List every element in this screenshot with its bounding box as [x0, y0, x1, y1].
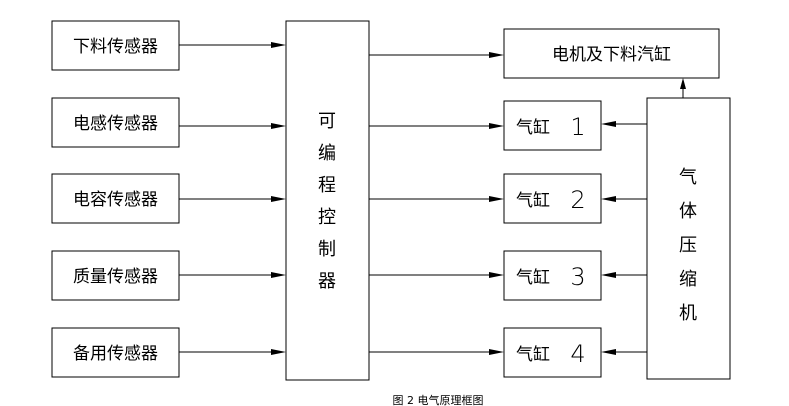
sensor-mass: 质量传感器 — [51, 250, 180, 301]
cylinder-3: 气缸 3 — [503, 250, 602, 301]
sensor-capacitive-box — [51, 173, 180, 224]
cylinder-4: 气缸 4 — [503, 327, 602, 378]
controller: 可 编 程 控 制 器 — [285, 20, 370, 381]
sensor-inductive: 电感传感器 — [51, 97, 180, 148]
sensor-mass-label: 质量传感器 — [73, 267, 158, 287]
cylinder-3-label: 气缸 — [516, 267, 550, 288]
cylinder-4-label: 气缸 — [516, 344, 550, 365]
arrow-head — [271, 196, 286, 202]
cylinder-2-label: 气缸 — [516, 190, 550, 211]
arrow-head — [271, 349, 286, 355]
cylinder-4-number: 4 — [570, 340, 585, 368]
controller-char: 可 — [318, 111, 336, 132]
compressor-char: 体 — [679, 201, 697, 222]
motor: 电机及下料汽缸 — [503, 28, 720, 79]
sensor-mass-box — [51, 250, 180, 301]
sensor-feed-box — [51, 20, 180, 71]
sensor-arrows — [179, 42, 286, 355]
arrow-head — [271, 123, 286, 129]
sensor-capacitive-label: 电容传感器 — [73, 190, 158, 210]
arrow-head — [489, 272, 504, 278]
controller-char: 器 — [318, 271, 336, 292]
arrow-head — [601, 349, 616, 355]
controller-char: 程 — [318, 175, 336, 196]
motor-box — [503, 28, 720, 79]
controller-char: 控 — [318, 207, 336, 228]
sensor-capacitive: 电容传感器 — [51, 173, 180, 224]
cylinder-3-number: 3 — [570, 263, 585, 291]
arrow-head — [489, 52, 504, 58]
cylinder-4-box — [503, 327, 602, 378]
sensor-inductive-box — [51, 97, 180, 148]
compressor-char: 气 — [679, 167, 697, 188]
sensor-spare-box — [51, 327, 180, 378]
arrow-head — [601, 272, 616, 278]
compressor-motor-arrow — [680, 78, 686, 98]
figure-caption: 图 2 电气原理框图 — [393, 393, 484, 406]
controller-char: 制 — [318, 239, 336, 260]
compressor-arrows — [601, 121, 647, 355]
controller-char: 编 — [318, 143, 336, 164]
controller-box — [285, 20, 370, 381]
controller-arrows — [369, 52, 504, 355]
sensor-spare: 备用传感器 — [51, 327, 180, 378]
cylinder-2: 气缸 2 — [503, 173, 602, 224]
cylinder-1-number: 1 — [570, 113, 585, 141]
arrow-head — [489, 123, 504, 129]
motor-label: 电机及下料汽缸 — [552, 44, 671, 65]
cylinder-1-box — [503, 100, 602, 151]
compressor-char: 压 — [679, 235, 697, 256]
arrow-head — [601, 121, 616, 127]
arrow-head — [271, 42, 286, 48]
cylinder-1: 气缸 1 — [503, 100, 602, 151]
arrow-head — [489, 196, 504, 202]
compressor-char: 缩 — [679, 269, 697, 290]
arrow-head — [271, 272, 286, 278]
sensor-feed: 下料传感器 — [51, 20, 180, 71]
arrow-head — [680, 78, 686, 89]
arrow-head — [601, 196, 616, 202]
sensor-feed-label: 下料传感器 — [73, 37, 158, 57]
arrow-head — [489, 349, 504, 355]
cylinder-1-label: 气缸 — [516, 117, 550, 138]
sensor-inductive-label: 电感传感器 — [73, 114, 158, 134]
compressor-box — [646, 97, 731, 380]
compressor: 气 体 压 缩 机 — [646, 97, 731, 380]
cylinder-2-number: 2 — [570, 186, 585, 214]
cylinder-3-box — [503, 250, 602, 301]
compressor-char: 机 — [679, 303, 697, 324]
sensor-spare-label: 备用传感器 — [73, 344, 158, 364]
cylinder-2-box — [503, 173, 602, 224]
